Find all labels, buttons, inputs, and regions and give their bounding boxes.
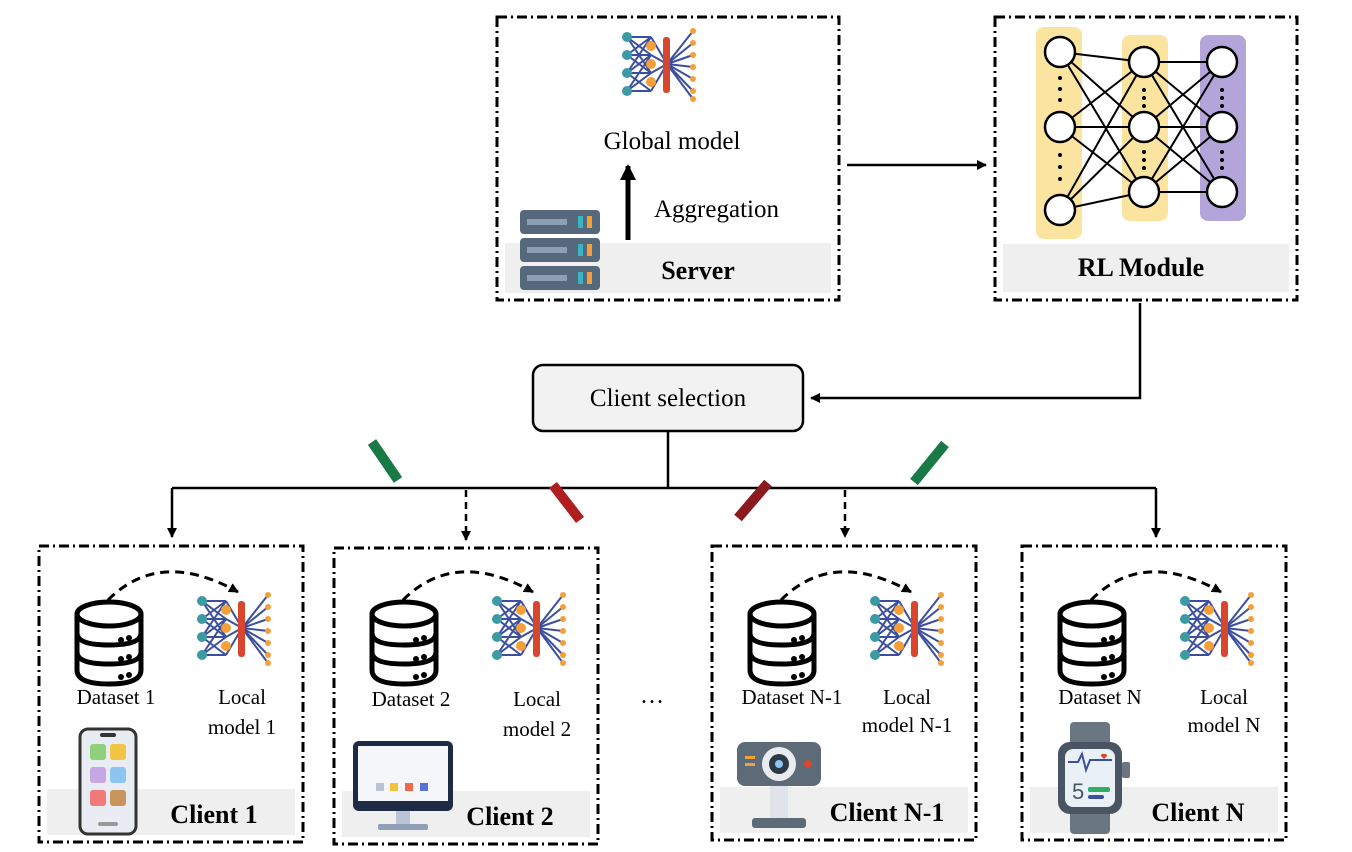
local-model-label-line2: model 1 — [208, 715, 276, 739]
database-icon — [1060, 602, 1124, 684]
server-box: Global model Aggregation Server — [495, 15, 841, 302]
client-selection-label: Client selection — [590, 385, 747, 412]
selected-mark-client-n — [910, 440, 949, 486]
training-arrow — [1089, 570, 1222, 602]
local-model-label-line1: Local — [1200, 685, 1248, 709]
client-box-n-1: Dataset N-1 Local model N-1 Client N-1 — [710, 544, 978, 842]
server-rack-icon — [520, 210, 600, 290]
client-selection-box: Client selection — [531, 363, 805, 433]
training-arrow — [779, 570, 912, 602]
client-box-2: Dataset 2 Local model 2 Client 2 — [332, 546, 600, 846]
smartphone-icon — [78, 727, 138, 836]
global-model-label: Global model — [604, 128, 741, 155]
client-box-1: Dataset 1 Local model 1 Client 1 — [37, 544, 305, 844]
dataset-label: Dataset N — [1058, 685, 1141, 709]
svg-text:5: 5 — [1072, 779, 1084, 804]
client-title: Client 1 — [170, 800, 257, 829]
selected-mark-client-1 — [367, 439, 403, 483]
dataset-label: Dataset N-1 — [742, 685, 843, 709]
local-model-label-line2: model N-1 — [862, 713, 952, 737]
aggregation-label: Aggregation — [654, 196, 779, 223]
local-model-label-line1: Local — [218, 685, 266, 709]
rl-module-title: RL Module — [1078, 253, 1204, 282]
smartwatch-icon: 5 — [1058, 722, 1130, 834]
rl-module-box: RL Module — [993, 15, 1299, 302]
dataset-label: Dataset 1 — [77, 685, 156, 709]
database-icon — [372, 602, 436, 684]
local-model-label-line1: Local — [883, 685, 931, 709]
server-title: Server — [661, 256, 735, 285]
client-title: Client N — [1151, 798, 1244, 827]
rejected-mark-client-2 — [549, 481, 584, 524]
distribution-links — [167, 431, 1161, 541]
client-title: Client N-1 — [830, 798, 945, 827]
dataset-label: Dataset 2 — [372, 687, 451, 711]
local-model-label-line2: model 2 — [503, 717, 571, 741]
training-arrow — [106, 570, 239, 602]
database-icon — [750, 602, 814, 684]
client-box-n: Dataset N Local model N 5 Client N — [1020, 544, 1288, 842]
database-icon — [77, 602, 141, 684]
training-arrow — [401, 570, 534, 602]
local-model-label-line2: model N — [1188, 713, 1261, 737]
local-model-label-line1: Local — [513, 687, 561, 711]
webcam-icon — [737, 742, 821, 828]
desktop-monitor-icon — [353, 741, 453, 830]
client-title: Client 2 — [466, 802, 553, 831]
rejected-mark-client-n-1 — [734, 479, 772, 522]
rl-to-selection-arrow — [810, 303, 1142, 403]
client-ellipsis: … — [640, 683, 664, 709]
